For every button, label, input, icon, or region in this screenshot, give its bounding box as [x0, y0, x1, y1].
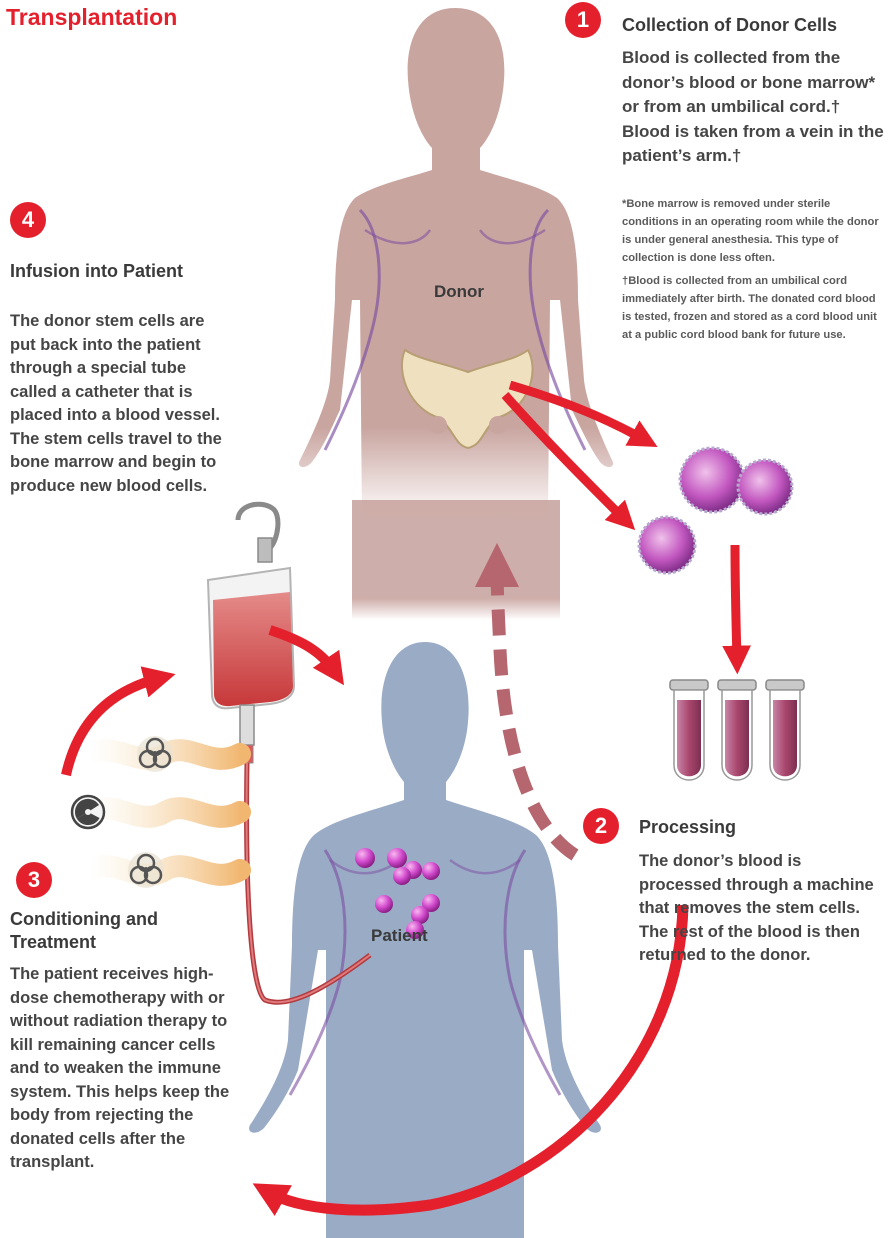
step-3-badge: 3: [16, 862, 52, 898]
step-1-title: Collection of Donor Cells: [622, 14, 890, 37]
page-title: Transplantation: [6, 4, 177, 31]
step-3-title: Conditioning and Treatment: [10, 908, 180, 954]
step-2-badge: 2: [583, 808, 619, 844]
arrow-cells-to-tubes: [735, 545, 737, 660]
patient-label: Patient: [371, 926, 428, 946]
donor-cells: [639, 448, 792, 573]
biohazard-icon: [137, 736, 173, 772]
step-4-body: The donor stem cells are put back into t…: [10, 310, 225, 498]
footnote-cord-blood: †Blood is collected from an umbilical co…: [622, 272, 888, 344]
donor-figure: [299, 8, 613, 620]
biohazard-icon: [128, 852, 164, 888]
step-4-title: Infusion into Patient: [10, 260, 200, 283]
step-2-body: The donor’s blood is processed through a…: [639, 850, 884, 968]
step-3-body: The patient receives high-dose chemother…: [10, 963, 242, 1175]
step-4-badge: 4: [10, 202, 46, 238]
test-tubes: [670, 680, 804, 780]
radiation-icon: [70, 796, 104, 830]
step-1-badge: 1: [565, 2, 601, 38]
footnote-bone-marrow: *Bone marrow is removed under sterile co…: [622, 195, 888, 267]
step-2-title: Processing: [639, 816, 859, 839]
step-1-body: Blood is collected from the donor’s bloo…: [622, 46, 887, 169]
donor-label: Donor: [434, 282, 484, 302]
